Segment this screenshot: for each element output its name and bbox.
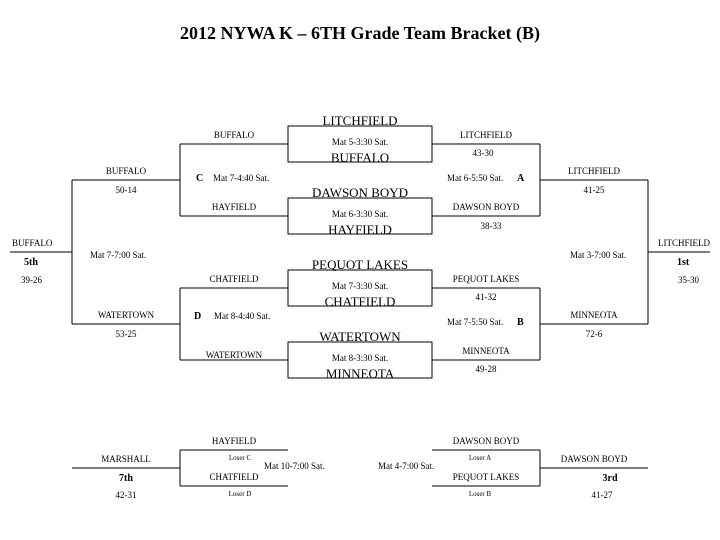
left-team-watertown: WATERTOWN xyxy=(205,350,263,360)
right-semi-litchfield: LITCHFIELD xyxy=(568,166,620,176)
match3-bottom-team: CHATFIELD xyxy=(324,294,396,309)
right-score-3: 41-32 xyxy=(475,292,497,302)
match4-mat: Mat 8-3:30 Sat. xyxy=(331,353,389,363)
right-score-4: 49-28 xyxy=(475,364,497,374)
consolation-left-top-team: HAYFIELD xyxy=(211,436,257,446)
left-semi-score-2: 53-25 xyxy=(115,329,137,339)
right-team-dawson-boyd: DAWSON BOYD xyxy=(452,202,520,212)
consolation-right-loser-b: Loser B xyxy=(468,490,492,498)
right-team-pequot-lakes: PEQUOT LAKES xyxy=(452,274,520,284)
match4-top-team: WATERTOWN xyxy=(319,329,401,344)
place-1st-score: 35-30 xyxy=(678,275,699,285)
bracket-letter-b: B xyxy=(517,317,524,328)
place-3rd: 3rd xyxy=(602,473,618,484)
match3-top-team: PEQUOT LAKES xyxy=(311,257,409,272)
right-semi-score: 41-25 xyxy=(583,185,605,195)
right-semi-minneota: MINNEOTA xyxy=(570,310,618,320)
left-final-team: BUFFALO xyxy=(12,238,53,248)
place-5th-score: 39-26 xyxy=(21,275,42,285)
place-7th: 7th xyxy=(119,473,133,484)
match2-bottom-team: HAYFIELD xyxy=(328,222,392,237)
bracket-letter-a: A xyxy=(517,173,525,184)
right-team-minneota: MINNEOTA xyxy=(462,346,510,356)
match1-top-team: LITCHFIELD xyxy=(322,113,398,128)
left-semi-watertown: WATERTOWN xyxy=(97,310,155,320)
right-score-2: 38-33 xyxy=(480,221,502,231)
match-b-mat: Mat 7-5:50 Sat. xyxy=(447,317,504,327)
consolation-left-loser-c: Loser C xyxy=(228,454,252,462)
right-semi-score-2: 72-6 xyxy=(585,329,603,339)
left-team-hayfield: HAYFIELD xyxy=(211,202,257,212)
right-team-litchfield: LITCHFIELD xyxy=(460,130,512,140)
consolation-right-bottom-team: PEQUOT LAKES xyxy=(452,472,520,482)
consolation-right-top-team: DAWSON BOYD xyxy=(452,436,520,446)
bracket-letter-c: C xyxy=(196,173,204,184)
left-final-mat: Mat 7-7:00 Sat. xyxy=(90,250,147,260)
match4-bottom-team: MINNEOTA xyxy=(325,366,395,381)
place-1st: 1st xyxy=(677,257,690,268)
match2-top-team: DAWSON BOYD xyxy=(311,185,409,200)
consolation-right-winner: DAWSON BOYD xyxy=(560,454,628,464)
bracket-letter-d: D xyxy=(194,311,202,322)
match2-mat: Mat 6-3:30 Sat. xyxy=(331,209,389,219)
match-d-mat: Mat 8-4:40 Sat. xyxy=(214,311,271,321)
match-c-mat: Mat 7-4:40 Sat. xyxy=(213,173,270,183)
page-title: 2012 NYWA K – 6TH Grade Team Bracket (B) xyxy=(180,23,540,43)
place-5th: 5th xyxy=(24,257,38,268)
left-team-buffalo: BUFFALO xyxy=(213,130,255,140)
left-team-chatfield: CHATFIELD xyxy=(209,274,259,284)
consolation-right-loser-a: Loser A xyxy=(468,454,492,462)
consolation-left-winner: MARSHALL xyxy=(101,454,151,464)
match3-mat: Mat 7-3:30 Sat. xyxy=(331,281,389,291)
match1-bottom-team: BUFFALO xyxy=(330,150,390,165)
right-final-team: LITCHFIELD xyxy=(658,238,710,248)
consolation-right-mat: Mat 4-7:00 Sat. xyxy=(378,461,435,471)
consolation-left-bottom-team: CHATFIELD xyxy=(209,472,259,482)
match1-mat: Mat 5-3:30 Sat. xyxy=(331,137,389,147)
right-score-1: 43-30 xyxy=(472,148,494,158)
left-semi-buffalo: BUFFALO xyxy=(105,166,147,176)
match-a-mat: Mat 6-5:50 Sat. xyxy=(447,173,504,183)
left-semi-score: 50-14 xyxy=(115,185,137,195)
consolation-left-mat: Mat 10-7:00 Sat. xyxy=(264,461,325,471)
place-3rd-score: 41-27 xyxy=(591,490,613,500)
consolation-left-loser-d: Loser D xyxy=(228,490,252,498)
place-7th-score: 42-31 xyxy=(115,490,137,500)
right-final-mat: Mat 3-7:00 Sat. xyxy=(570,250,627,260)
